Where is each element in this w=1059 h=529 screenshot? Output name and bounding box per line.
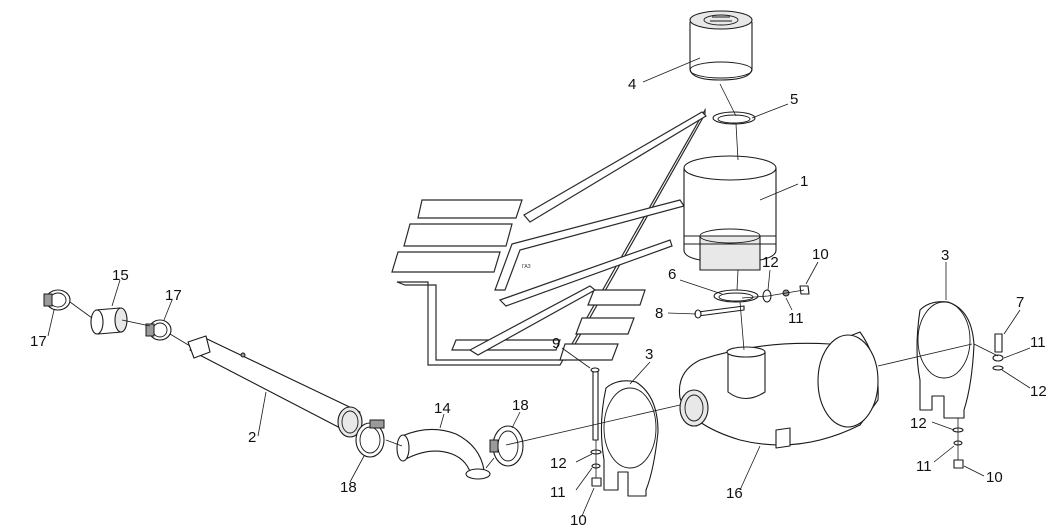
part-6-clamp bbox=[713, 289, 759, 303]
callout-11: 11 bbox=[916, 458, 932, 475]
callout-18: 18 bbox=[512, 397, 529, 414]
callout-10: 10 bbox=[986, 469, 1003, 486]
callout-15: 15 bbox=[112, 267, 129, 284]
callout-6: 6 bbox=[668, 266, 676, 283]
part-2-intake-pipe bbox=[187, 335, 363, 438]
callout-12: 12 bbox=[1030, 383, 1047, 400]
callout-7: 7 bbox=[1016, 294, 1024, 311]
callout-12: 12 bbox=[762, 254, 779, 271]
assembly-lines bbox=[69, 83, 999, 478]
hardware-bottom-middle bbox=[590, 449, 602, 487]
callout-4: 4 bbox=[628, 76, 636, 93]
callout-3: 3 bbox=[941, 247, 949, 264]
part-7-bolt bbox=[992, 333, 1004, 371]
callout-16: 16 bbox=[726, 485, 743, 502]
watermark-logo: ГАЗ bbox=[391, 107, 707, 366]
callout-10: 10 bbox=[812, 246, 829, 263]
part-9-bolt bbox=[590, 367, 600, 441]
callout-11: 11 bbox=[788, 310, 804, 327]
part-15-coupler bbox=[90, 307, 128, 335]
callout-17: 17 bbox=[165, 287, 182, 304]
callout-14: 14 bbox=[434, 400, 451, 417]
part-18-clamp-left bbox=[355, 419, 385, 458]
part-14-elbow-hose bbox=[396, 428, 491, 480]
hardware-top bbox=[762, 285, 810, 303]
part-4-filter-cap bbox=[689, 10, 753, 81]
part-5-seal-ring bbox=[712, 111, 756, 125]
callout-10: 10 bbox=[570, 512, 587, 529]
callout-8: 8 bbox=[655, 305, 663, 322]
part-17-clamp-left bbox=[43, 289, 71, 311]
part-3-bracket-right bbox=[916, 301, 975, 419]
callout-12: 12 bbox=[550, 455, 567, 472]
part-8-bolt bbox=[694, 305, 745, 319]
part-3-bracket-middle bbox=[600, 380, 659, 497]
callout-labels: 4 5 1 6 12 10 11 8 3 7 11 12 12 11 10 15… bbox=[30, 76, 1047, 529]
callout-11: 11 bbox=[1030, 334, 1046, 351]
callout-2: 2 bbox=[248, 429, 256, 446]
part-16-filter-body bbox=[678, 331, 879, 449]
callout-11: 11 bbox=[550, 484, 566, 501]
part-18-clamp-right bbox=[489, 425, 524, 467]
callout-17: 17 bbox=[30, 333, 47, 350]
part-17-clamp-right bbox=[145, 319, 172, 341]
callout-12: 12 bbox=[910, 415, 927, 432]
callout-9: 9 bbox=[552, 335, 560, 352]
part-1-filter-housing bbox=[683, 155, 777, 271]
callout-3: 3 bbox=[645, 346, 653, 363]
callout-5: 5 bbox=[790, 91, 798, 108]
callout-18: 18 bbox=[340, 479, 357, 496]
callout-1: 1 bbox=[800, 173, 808, 190]
callout-leaders bbox=[47, 57, 1031, 517]
svg-text:ГАЗ: ГАЗ bbox=[522, 264, 531, 270]
